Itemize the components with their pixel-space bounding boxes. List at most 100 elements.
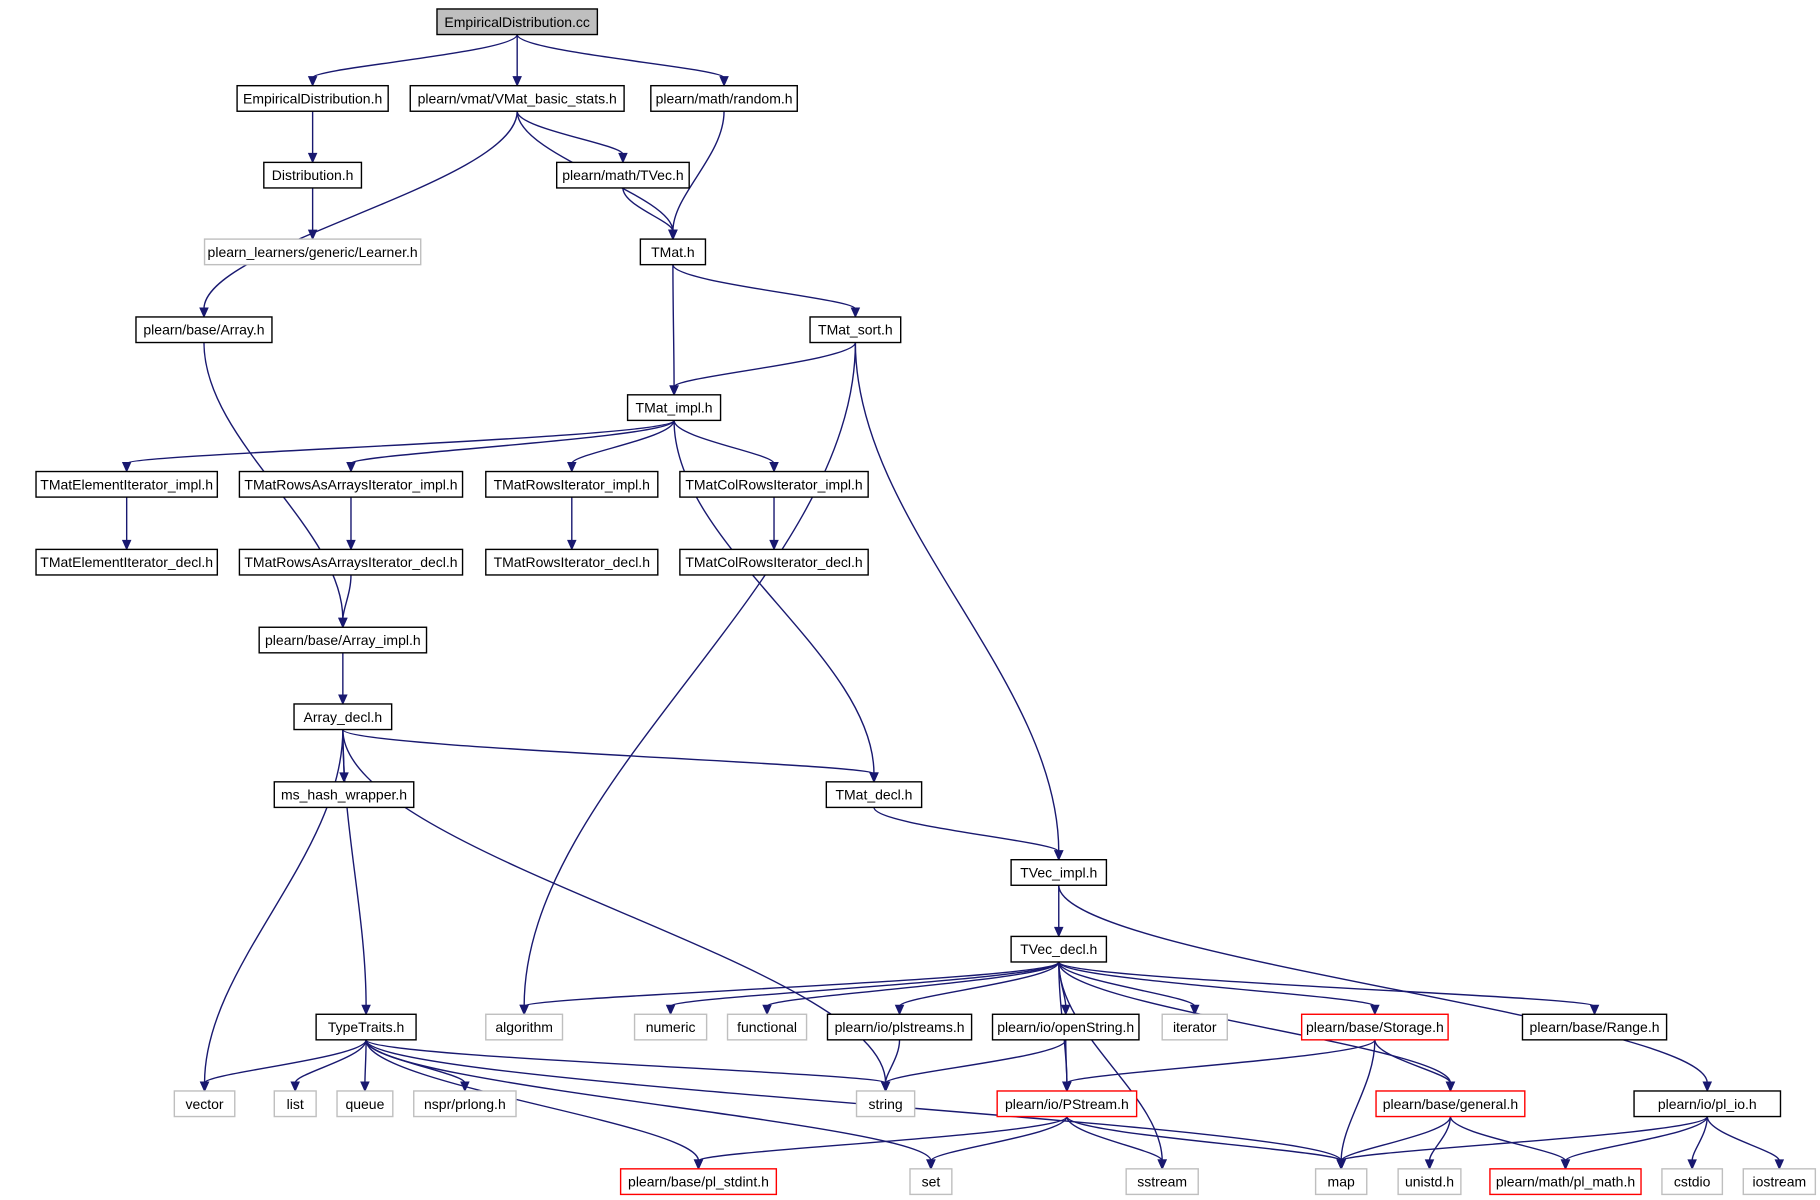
node-distribution-h[interactable]: Distribution.h bbox=[263, 161, 363, 189]
node-openstring[interactable]: plearn/io/openString.h bbox=[991, 1013, 1140, 1041]
edge-arrowhead bbox=[1370, 1004, 1380, 1016]
node-box bbox=[1010, 859, 1108, 886]
node-colrows-decl[interactable]: TMatColRowsIterator_decl.h bbox=[679, 548, 869, 576]
edge-arrowhead bbox=[1336, 1159, 1346, 1171]
node-label: nspr/prlong.h bbox=[424, 1096, 506, 1112]
node-general[interactable]: plearn/base/general.h bbox=[1375, 1090, 1526, 1118]
node-tvec-decl[interactable]: TVec_decl.h bbox=[1010, 935, 1108, 963]
node-box bbox=[485, 470, 659, 498]
node-rowsarr-impl[interactable]: TMatRowsAsArraysIterator_impl.h bbox=[238, 470, 464, 498]
node-label: TVec_decl.h bbox=[1020, 941, 1097, 957]
node-colrows-impl[interactable]: TMatColRowsIterator_impl.h bbox=[679, 470, 869, 498]
node-iterator[interactable]: iterator bbox=[1161, 1013, 1228, 1041]
edge-arrowhead bbox=[199, 1081, 210, 1093]
node-unistd[interactable]: unistd.h bbox=[1397, 1168, 1462, 1196]
node-learner-h[interactable]: plearn_learners/generic/Learner.h bbox=[203, 238, 422, 266]
node-box bbox=[315, 1013, 417, 1041]
node-tvec-h[interactable]: plearn/math/TVec.h bbox=[555, 161, 690, 189]
node-rowsit-decl[interactable]: TMatRowsIterator_decl.h bbox=[485, 548, 659, 576]
node-box bbox=[633, 1013, 708, 1041]
node-vector[interactable]: vector bbox=[173, 1090, 236, 1118]
node-string[interactable]: string bbox=[855, 1090, 916, 1118]
node-box bbox=[650, 84, 798, 112]
node-label: Distribution.h bbox=[272, 167, 354, 183]
node-tmat-decl[interactable]: TMat_decl.h bbox=[825, 781, 923, 809]
node-label: list bbox=[287, 1096, 304, 1112]
node-box bbox=[485, 548, 659, 576]
edge-typetraits-to-queue bbox=[364, 1039, 367, 1083]
node-elemit-impl[interactable]: TMatElementIterator_impl.h bbox=[35, 470, 219, 498]
edge-tmat_impl-to-rowsit_impl bbox=[571, 420, 675, 465]
node-map[interactable]: map bbox=[1314, 1168, 1368, 1196]
edge-arrowhead bbox=[669, 385, 679, 397]
node-label: Array_decl.h bbox=[304, 709, 383, 725]
node-rowsit-impl[interactable]: TMatRowsIterator_impl.h bbox=[485, 470, 659, 498]
node-random-h[interactable]: plearn/math/random.h bbox=[650, 84, 798, 112]
node-tmat-impl[interactable]: TMat_impl.h bbox=[626, 394, 722, 422]
node-root[interactable]: EmpiricalDistribution.cc bbox=[436, 8, 599, 36]
node-sstream[interactable]: sstream bbox=[1125, 1168, 1199, 1196]
edge-array_decl-to-tmat_decl bbox=[342, 728, 875, 775]
node-array-decl[interactable]: Array_decl.h bbox=[293, 703, 393, 731]
node-functional[interactable]: functional bbox=[726, 1013, 808, 1041]
node-label: plearn/base/Array.h bbox=[143, 322, 264, 338]
node-cstdio[interactable]: cstdio bbox=[1661, 1168, 1724, 1196]
node-box bbox=[626, 394, 722, 422]
edge-pl_io-to-pl_math bbox=[1564, 1116, 1708, 1162]
node-ms-hash[interactable]: ms_hash_wrapper.h bbox=[273, 781, 415, 809]
node-pl-math[interactable]: plearn/math/pl_math.h bbox=[1489, 1168, 1642, 1196]
node-numeric[interactable]: numeric bbox=[633, 1013, 708, 1041]
node-label: plearn/base/pl_stdint.h bbox=[628, 1174, 769, 1190]
node-label: ms_hash_wrapper.h bbox=[281, 787, 407, 803]
edge-general-to-unistd bbox=[1428, 1116, 1452, 1161]
node-box bbox=[409, 84, 625, 112]
edge-random_h-to-tmat_h bbox=[672, 111, 725, 232]
node-label: plearn/base/general.h bbox=[1383, 1096, 1518, 1112]
node-algorithm[interactable]: algorithm bbox=[485, 1013, 564, 1041]
node-box bbox=[1397, 1168, 1462, 1196]
node-stdint[interactable]: plearn/base/pl_stdint.h bbox=[619, 1168, 778, 1196]
edge-general-to-map bbox=[1340, 1116, 1452, 1162]
edge-tvec_decl-to-plstreams bbox=[898, 961, 1060, 1007]
node-typetraits[interactable]: TypeTraits.h bbox=[315, 1013, 417, 1041]
node-iostream[interactable]: iostream bbox=[1742, 1168, 1817, 1196]
node-box bbox=[619, 1168, 778, 1196]
node-tmat-sort[interactable]: TMat_sort.h bbox=[809, 316, 902, 344]
node-prlong[interactable]: nspr/prlong.h bbox=[413, 1090, 517, 1118]
edge-rowsarr_decl-to-array_impl bbox=[342, 574, 352, 620]
node-elemit-decl[interactable]: TMatElementIterator_decl.h bbox=[35, 548, 219, 576]
node-array-h[interactable]: plearn/base/Array.h bbox=[135, 316, 273, 344]
node-label: plearn/io/pl_io.h bbox=[1658, 1096, 1757, 1112]
node-tvec-impl[interactable]: TVec_impl.h bbox=[1010, 859, 1108, 886]
node-box bbox=[855, 1090, 916, 1118]
node-box bbox=[1521, 1013, 1668, 1041]
node-array-impl[interactable]: plearn/base/Array_impl.h bbox=[258, 626, 428, 654]
node-box bbox=[996, 1090, 1138, 1118]
edge-arrowhead bbox=[1774, 1159, 1785, 1171]
node-vmat-stats[interactable]: plearn/vmat/VMat_basic_stats.h bbox=[409, 84, 625, 112]
node-box bbox=[203, 238, 422, 266]
node-pl-io[interactable]: plearn/io/pl_io.h bbox=[1633, 1090, 1782, 1118]
node-label: TypeTraits.h bbox=[328, 1019, 405, 1035]
node-pstream[interactable]: plearn/io/PStream.h bbox=[996, 1090, 1138, 1118]
node-rowsarr-decl[interactable]: TMatRowsAsArraysIterator_decl.h bbox=[238, 548, 464, 576]
node-list[interactable]: list bbox=[273, 1090, 317, 1118]
node-storage[interactable]: plearn/base/Storage.h bbox=[1300, 1013, 1449, 1041]
node-label: queue bbox=[345, 1096, 384, 1112]
edge-arrowhead bbox=[1424, 1159, 1435, 1171]
node-range[interactable]: plearn/base/Range.h bbox=[1521, 1013, 1668, 1041]
edge-tvec_h-to-tmat_h bbox=[622, 187, 674, 232]
node-box bbox=[238, 548, 464, 576]
node-empdist-h[interactable]: EmpiricalDistribution.h bbox=[236, 84, 389, 112]
node-tmat-h[interactable]: TMat.h bbox=[639, 238, 707, 266]
node-label: plearn/math/random.h bbox=[656, 90, 793, 106]
node-set[interactable]: set bbox=[909, 1168, 953, 1196]
edge-arrowhead bbox=[1687, 1159, 1697, 1171]
node-box bbox=[258, 626, 428, 654]
node-label: plearn/io/PStream.h bbox=[1005, 1096, 1129, 1112]
node-plstreams[interactable]: plearn/io/plstreams.h bbox=[826, 1013, 973, 1041]
node-box bbox=[413, 1090, 517, 1118]
node-label: TMatRowsIterator_impl.h bbox=[494, 476, 650, 492]
node-label: TMatRowsAsArraysIterator_impl.h bbox=[244, 476, 457, 492]
node-queue[interactable]: queue bbox=[336, 1090, 394, 1118]
